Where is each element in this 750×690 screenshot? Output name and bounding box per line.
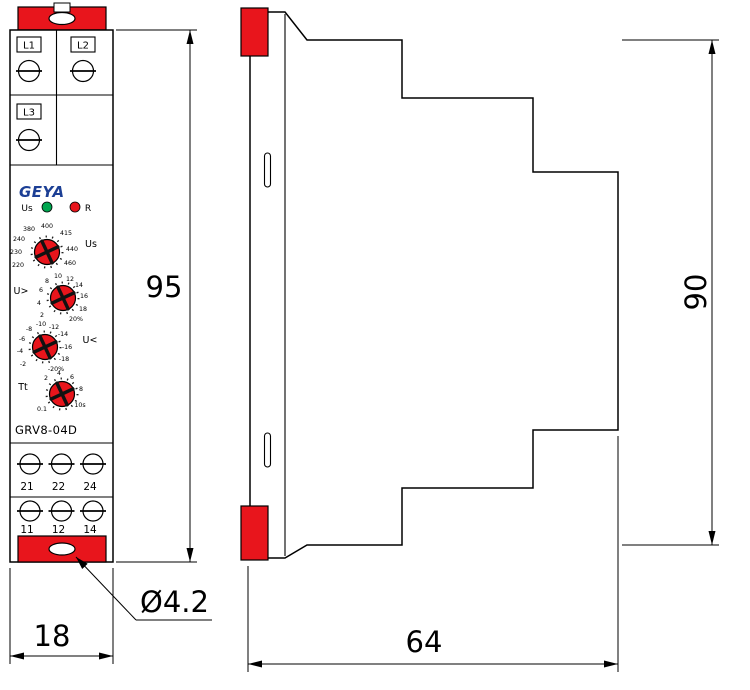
dimension-90: 90 xyxy=(622,39,719,546)
mount-tab-notch xyxy=(53,2,71,13)
terminal-number: 24 xyxy=(83,481,97,493)
terminal-label-l3: L3 xyxy=(23,108,35,119)
dial-pointer-icon xyxy=(32,334,58,360)
arrowhead-icon xyxy=(10,652,24,660)
dial-pointer-icon xyxy=(34,239,60,265)
dial-scale-value: 4 xyxy=(37,300,41,307)
dial-scale-value: 2 xyxy=(44,375,48,382)
dial-ticks xyxy=(28,330,62,364)
dial-scale-value: 10s xyxy=(74,402,85,409)
dial-scale-value: 12 xyxy=(66,276,74,283)
label-box-l3 xyxy=(16,103,42,120)
dial-label-under: U< xyxy=(83,335,98,346)
terminal-number: 12 xyxy=(52,524,65,536)
arrowhead-icon xyxy=(186,30,194,44)
dial-label-over: U> xyxy=(14,286,29,297)
dial-scale-value: 14 xyxy=(75,282,83,289)
dial-scale-value: 6 xyxy=(70,374,74,381)
dial-label-us: Us xyxy=(85,239,97,250)
dial-us[interactable]: 380 400 415 440 460 240 230 220 Us xyxy=(10,223,97,269)
dial-scale-value: 415 xyxy=(60,230,72,237)
dial-scale-value: 400 xyxy=(41,223,53,230)
side-view xyxy=(240,7,619,561)
dial-scale-value: 230 xyxy=(10,249,22,256)
arrowhead-icon xyxy=(604,660,618,668)
dimension-64: 64 xyxy=(247,436,619,672)
dial-scale-value: 440 xyxy=(66,246,78,253)
dial-scale-value: 8 xyxy=(79,386,83,393)
arrowhead-icon xyxy=(708,40,716,54)
led-label-us: Us xyxy=(21,204,33,214)
dial-pointer-icon xyxy=(50,285,76,311)
dial-scale-value: 4 xyxy=(57,370,61,377)
dial-scale-value: -8 xyxy=(26,326,32,333)
dimension-value-height: 95 xyxy=(146,270,183,304)
dial-undervoltage[interactable]: -2 -4 -6 -8 -10 -12 -14 -16 -18 -20% U< xyxy=(17,321,98,373)
terminal-label-l1: L1 xyxy=(23,41,35,52)
dial-ticks xyxy=(30,235,64,269)
dial-scale-value: 0.1 xyxy=(37,406,47,413)
dial-scale-value: -4 xyxy=(17,348,23,355)
dial-scale-value: -18 xyxy=(59,356,69,363)
dial-scale-value: -14 xyxy=(58,331,68,338)
dial-scale-value: 240 xyxy=(13,236,25,243)
dial-scale-value: 220 xyxy=(12,262,24,269)
label-box-l1 xyxy=(16,36,42,53)
dial-label-time: Tt xyxy=(17,382,28,393)
dial-scale-value: -16 xyxy=(62,344,72,351)
terminal-number: 22 xyxy=(52,481,65,493)
power-led xyxy=(41,201,53,213)
model-number: GRV8-04D xyxy=(15,423,77,437)
label-box-l2 xyxy=(70,36,96,53)
dial-overvoltage[interactable]: 2 4 6 8 10 12 14 16 18 20% U> xyxy=(14,273,88,323)
dial-scale-value: -2 xyxy=(20,361,26,368)
arrowhead-icon xyxy=(708,531,716,545)
dial-scale-value: 2 xyxy=(40,312,44,319)
front-view: L1 L2 L3 GEYA Us R 380 400 415 440 xyxy=(9,2,114,563)
terminal-number: 21 xyxy=(20,481,33,493)
vent-slot-top xyxy=(263,152,272,188)
dial-scale-value: 18 xyxy=(79,306,87,313)
dimension-value-side-height: 90 xyxy=(679,274,713,311)
dial-scale-value: -10 xyxy=(36,321,46,328)
dimension-value-depth: 64 xyxy=(406,625,443,659)
arrowhead-icon xyxy=(99,652,113,660)
dial-ticks xyxy=(45,377,79,411)
dimension-hole: Ø4.2 xyxy=(75,556,212,621)
dial-pointer-icon xyxy=(49,381,75,407)
terminal-label-l2: L2 xyxy=(77,41,89,52)
dimension-18: 18 xyxy=(9,568,114,664)
mount-hole-top xyxy=(48,11,76,26)
dial-scale-value: -12 xyxy=(49,324,59,331)
arrowhead-icon xyxy=(186,548,194,562)
arrowhead-icon xyxy=(76,557,88,569)
dial-scale-value: 460 xyxy=(64,260,76,267)
relay-led xyxy=(69,201,81,213)
arrowhead-icon xyxy=(248,660,262,668)
brand-logo: GEYA xyxy=(19,183,65,201)
din-clip-top xyxy=(240,7,269,57)
dial-scale-value: -20% xyxy=(48,366,64,373)
dimension-value-hole: Ø4.2 xyxy=(140,585,209,619)
vent-slot-bottom xyxy=(263,432,272,468)
side-profile xyxy=(249,11,619,559)
dial-scale-value: 380 xyxy=(23,226,35,233)
dimension-95: 95 xyxy=(116,29,197,563)
terminal-number: 11 xyxy=(20,524,33,536)
dial-scale-value: -6 xyxy=(19,336,25,343)
dial-scale-value: 6 xyxy=(39,287,43,294)
terminal-number: 14 xyxy=(83,524,97,536)
din-clip-bottom[interactable] xyxy=(240,505,269,561)
dial-scale-value: 16 xyxy=(80,293,88,300)
dial-scale-value: 8 xyxy=(45,278,49,285)
dial-scale-value: 10 xyxy=(54,273,62,280)
led-label-r: R xyxy=(85,204,91,214)
dial-time[interactable]: 0.1 2 4 6 8 10s Tt xyxy=(17,370,85,413)
dial-ticks xyxy=(46,281,80,315)
dial-scale-value: 20% xyxy=(69,316,83,323)
leader-line xyxy=(75,556,137,621)
dimension-value-width: 18 xyxy=(34,619,71,653)
mount-hole-bottom xyxy=(48,542,76,556)
